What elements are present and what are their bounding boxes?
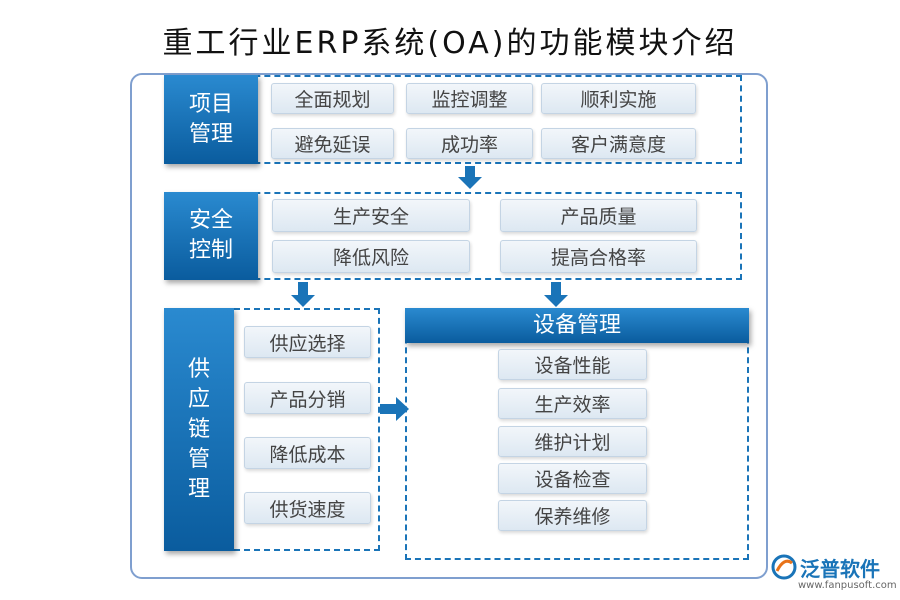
project-item-avoid-delay: 避免延误	[271, 128, 394, 159]
diagram-frame	[130, 73, 768, 579]
logo-name: 泛普软件	[800, 557, 880, 581]
supply-item-speed: 供货速度	[244, 492, 371, 524]
arrow-down-icon	[458, 166, 482, 189]
project-item-satisfaction: 客户满意度	[541, 128, 696, 159]
safety-control-header: 安全 控制	[164, 192, 258, 280]
project-head-line-2: 管理	[188, 121, 233, 147]
equipment-item-repair: 保养维修	[498, 500, 647, 531]
supply-item-distribution: 产品分销	[244, 382, 371, 414]
equipment-item-maintenance-plan: 维护计划	[498, 426, 647, 457]
project-management-header: 项目 管理	[164, 75, 258, 164]
supply-head-char-1: 供	[187, 356, 210, 382]
project-item-monitor: 监控调整	[406, 83, 533, 114]
fanpu-logo-icon	[771, 554, 797, 580]
arrow-right-icon	[380, 397, 409, 421]
supply-head-char-5: 理	[187, 476, 210, 502]
equipment-item-inspection: 设备检查	[498, 463, 647, 494]
arrow-down-icon	[544, 282, 568, 307]
supply-item-cost: 降低成本	[244, 437, 371, 469]
project-item-success-rate: 成功率	[406, 128, 533, 159]
supply-chain-header: 供 应 链 管 理	[164, 308, 234, 551]
equipment-management-header: 设备管理	[405, 308, 749, 343]
equipment-item-efficiency: 生产效率	[498, 388, 647, 419]
arrow-down-icon	[291, 282, 315, 307]
supply-head-char-3: 链	[187, 416, 210, 442]
project-item-implement: 顺利实施	[541, 83, 696, 114]
safety-item-pass-rate: 提高合格率	[500, 240, 697, 273]
safety-head-line-1: 安全	[188, 208, 233, 233]
safety-head-line-2: 控制	[188, 238, 233, 263]
supply-item-selection: 供应选择	[244, 326, 371, 358]
project-head-line-1: 项目	[188, 91, 233, 117]
logo-url: www.fanpusoft.com	[798, 580, 897, 591]
safety-item-quality: 产品质量	[500, 199, 697, 232]
safety-item-production: 生产安全	[272, 199, 470, 232]
project-item-plan: 全面规划	[271, 83, 394, 114]
supply-head-char-4: 管	[187, 446, 210, 472]
supply-head-char-2: 应	[187, 386, 210, 412]
safety-item-risk: 降低风险	[272, 240, 470, 273]
page-title: 重工行业ERP系统(OA)的功能模块介绍	[162, 26, 738, 61]
equipment-item-performance: 设备性能	[498, 349, 647, 380]
